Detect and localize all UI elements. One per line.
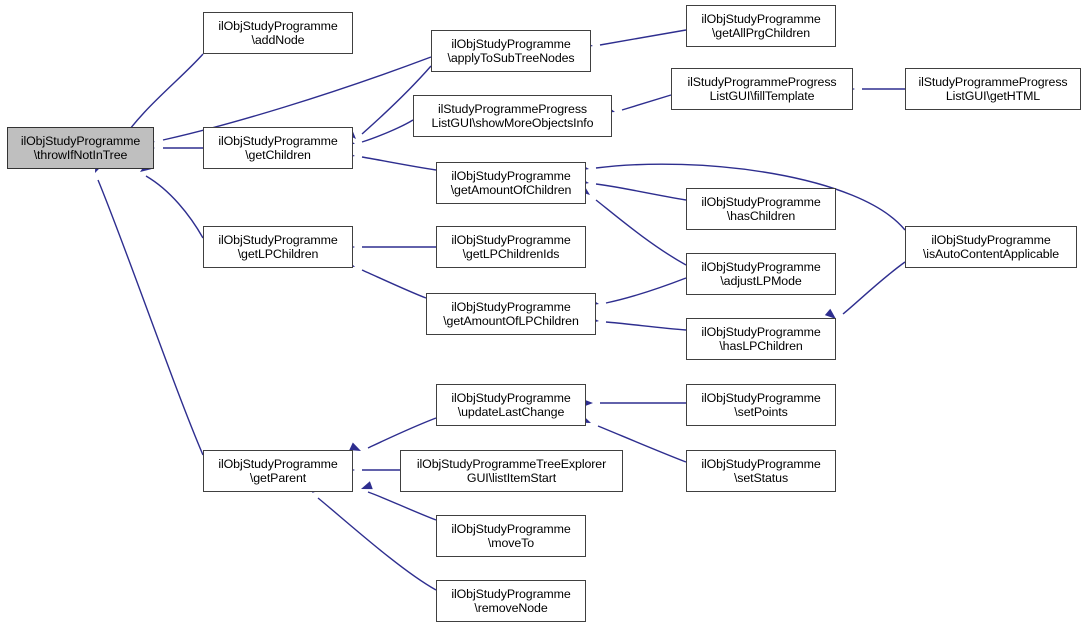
graph-edge xyxy=(367,491,437,521)
graph-node-label: ilObjStudyProgramme \getChildren xyxy=(218,133,338,163)
graph-node-label: ilObjStudyProgramme \setPoints xyxy=(701,390,821,420)
graph-node-updateLastChange[interactable]: ilObjStudyProgramme \updateLastChange xyxy=(436,384,586,426)
graph-node-label: ilObjStudyProgramme \throwIfNotInTree xyxy=(20,133,141,163)
graph-node-listItemStart[interactable]: ilObjStudyProgrammeTreeExplorer GUI\list… xyxy=(400,450,623,492)
graph-node-removeNode[interactable]: ilObjStudyProgramme \removeNode xyxy=(436,580,586,622)
graph-node-label: ilObjStudyProgramme \getAllPrgChildren xyxy=(701,11,821,41)
graph-edge xyxy=(361,156,437,171)
graph-node-isAutoContentApplicable[interactable]: ilObjStudyProgramme \isAutoContentApplic… xyxy=(905,226,1077,268)
graph-node-label: ilObjStudyProgramme \adjustLPMode xyxy=(701,259,821,289)
graph-node-getAllPrgChildren[interactable]: ilObjStudyProgramme \getAllPrgChildren xyxy=(686,5,836,47)
graph-edge xyxy=(621,94,672,111)
graph-node-label: ilObjStudyProgramme \updateLastChange xyxy=(451,390,571,420)
graph-edge xyxy=(605,321,687,331)
graph-node-setStatus[interactable]: ilObjStudyProgramme \setStatus xyxy=(686,450,836,492)
graph-node-label: ilObjStudyProgramme \moveTo xyxy=(451,521,571,551)
graph-node-getAmountOfChildren[interactable]: ilObjStudyProgramme \getAmountOfChildren xyxy=(436,162,586,204)
graph-node-throwIfNotInTree: ilObjStudyProgramme \throwIfNotInTree xyxy=(7,127,154,169)
graph-edge xyxy=(595,199,687,266)
graph-node-getHTML[interactable]: ilStudyProgrammeProgress ListGUI\getHTML xyxy=(905,68,1081,110)
graph-edge xyxy=(317,497,437,591)
graph-edge xyxy=(842,261,906,315)
graph-node-label: ilObjStudyProgramme \applyToSubTreeNodes xyxy=(447,36,575,66)
graph-edge xyxy=(361,269,427,299)
graph-node-setPoints[interactable]: ilObjStudyProgramme \setPoints xyxy=(686,384,836,426)
graph-edge xyxy=(367,417,437,449)
graph-node-getChildren[interactable]: ilObjStudyProgramme \getChildren xyxy=(203,127,353,169)
graph-node-getParent[interactable]: ilObjStudyProgramme \getParent xyxy=(203,450,353,492)
graph-node-moveTo[interactable]: ilObjStudyProgramme \moveTo xyxy=(436,515,586,557)
graph-node-label: ilObjStudyProgramme \addNode xyxy=(218,18,338,48)
graph-node-label: ilObjStudyProgramme \getLPChildrenIds xyxy=(451,232,571,262)
graph-node-getLPChildren[interactable]: ilObjStudyProgramme \getLPChildren xyxy=(203,226,353,268)
graph-node-label: ilObjStudyProgramme \removeNode xyxy=(451,586,571,616)
graph-node-label: ilStudyProgrammeProgress ListGUI\showMor… xyxy=(431,101,594,131)
graph-node-label: ilObjStudyProgrammeTreeExplorer GUI\list… xyxy=(416,456,607,486)
graph-node-getLPChildrenIds[interactable]: ilObjStudyProgramme \getLPChildrenIds xyxy=(436,226,586,268)
graph-node-label: ilObjStudyProgramme \hasLPChildren xyxy=(701,324,821,354)
graph-edge xyxy=(361,119,414,143)
graph-node-label: ilObjStudyProgramme \getAmountOfLPChildr… xyxy=(443,299,579,329)
graph-node-applyToSubTreeNodes[interactable]: ilObjStudyProgramme \applyToSubTreeNodes xyxy=(431,30,591,72)
graph-node-showMoreObjectsInfo[interactable]: ilStudyProgrammeProgress ListGUI\showMor… xyxy=(413,95,612,137)
graph-node-label: ilObjStudyProgramme \getLPChildren xyxy=(218,232,338,262)
graph-node-label: ilObjStudyProgramme \isAutoContentApplic… xyxy=(922,232,1060,262)
graph-node-hasChildren[interactable]: ilObjStudyProgramme \hasChildren xyxy=(686,188,836,230)
graph-node-label: ilObjStudyProgramme \setStatus xyxy=(701,456,821,486)
graph-node-addNode[interactable]: ilObjStudyProgramme \addNode xyxy=(203,12,353,54)
graph-edge xyxy=(97,179,204,456)
graph-edge xyxy=(145,175,204,239)
graph-node-label: ilObjStudyProgramme \getParent xyxy=(218,456,338,486)
graph-edge xyxy=(605,277,687,304)
graph-edge-arrowhead xyxy=(361,481,373,490)
graph-node-label: ilStudyProgrammeProgress ListGUI\fillTem… xyxy=(687,74,837,104)
graph-node-getAmountOfLPChildren[interactable]: ilObjStudyProgramme \getAmountOfLPChildr… xyxy=(426,293,596,335)
graph-node-label: ilObjStudyProgramme \hasChildren xyxy=(701,194,821,224)
graph-edge xyxy=(595,183,687,201)
graph-node-label: ilStudyProgrammeProgress ListGUI\getHTML xyxy=(918,74,1068,104)
graph-node-hasLPChildren[interactable]: ilObjStudyProgramme \hasLPChildren xyxy=(686,318,836,360)
graph-node-adjustLPMode[interactable]: ilObjStudyProgramme \adjustLPMode xyxy=(686,253,836,295)
graph-node-label: ilObjStudyProgramme \getAmountOfChildren xyxy=(450,168,572,198)
graph-node-fillTemplate[interactable]: ilStudyProgrammeProgress ListGUI\fillTem… xyxy=(671,68,853,110)
graph-edge xyxy=(599,29,687,46)
